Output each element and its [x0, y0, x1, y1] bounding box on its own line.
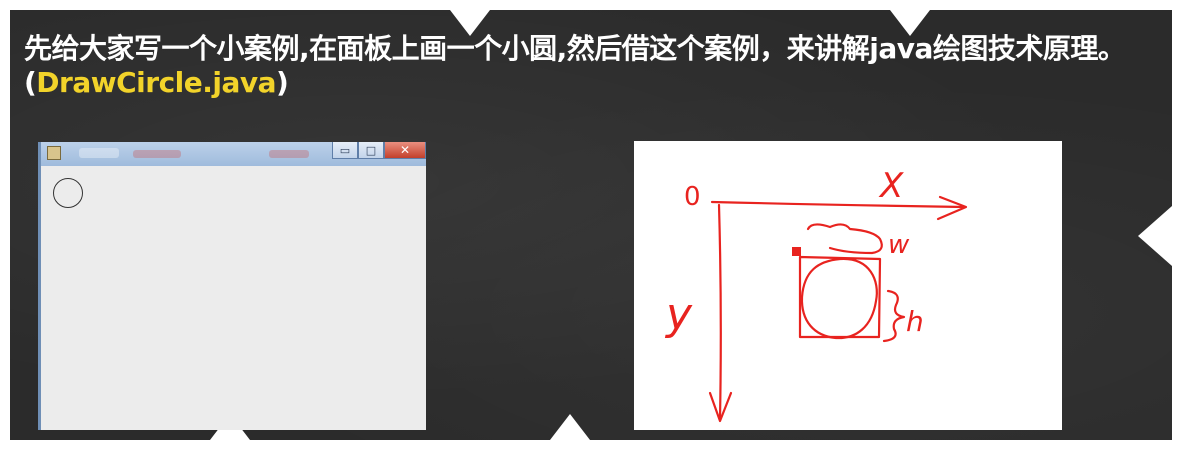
drawn-circle [53, 178, 83, 208]
java-window-screenshot: ▭ □ ✕ [38, 142, 426, 430]
slide-notch-right [1138, 206, 1172, 266]
coordinate-sketch: 0 X y w h [634, 141, 1062, 430]
width-label: w [888, 230, 910, 260]
window-controls: ▭ □ ✕ [332, 142, 426, 160]
height-label: h [906, 305, 924, 338]
width-brace [806, 223, 883, 255]
maximize-button[interactable]: □ [358, 142, 384, 159]
chalkboard-slide: 先给大家写一个小案例,在面板上画一个小圆,然后借这个案例，来讲解java绘图技术… [10, 10, 1172, 440]
y-axis-label: y [664, 289, 693, 340]
sketch-drawing: 0 X y w h [664, 166, 968, 423]
title-blur [79, 148, 119, 158]
close-button[interactable]: ✕ [384, 142, 426, 159]
slide-title: 先给大家写一个小案例,在面板上画一个小圆,然后借这个案例，来讲解java绘图技术… [24, 32, 1172, 100]
slide-title-end: ) [276, 66, 289, 99]
height-brace [882, 289, 906, 343]
slide-title-text: 先给大家写一个小案例,在面板上画一个小圆,然后借这个案例，来讲解java绘图技术… [24, 32, 1126, 99]
drawing-panel [41, 166, 426, 430]
sketched-circle [800, 257, 878, 340]
window-titlebar[interactable]: ▭ □ ✕ [41, 142, 426, 166]
origin-label: 0 [684, 182, 701, 212]
title-blur [133, 150, 181, 158]
java-app-icon [47, 146, 61, 160]
x-axis-label: X [878, 166, 904, 206]
slide-title-filename: DrawCircle.java [36, 66, 277, 99]
y-axis-line [717, 203, 722, 421]
x-axis-line [710, 200, 966, 209]
bounding-rect [798, 255, 882, 339]
y-axis-arrowhead [708, 391, 733, 423]
origin-point-marker [792, 247, 801, 256]
minimize-button[interactable]: ▭ [332, 142, 358, 159]
x-axis-arrowhead [936, 195, 968, 221]
title-blur [269, 150, 309, 158]
slide-notch-bottom [550, 414, 590, 440]
